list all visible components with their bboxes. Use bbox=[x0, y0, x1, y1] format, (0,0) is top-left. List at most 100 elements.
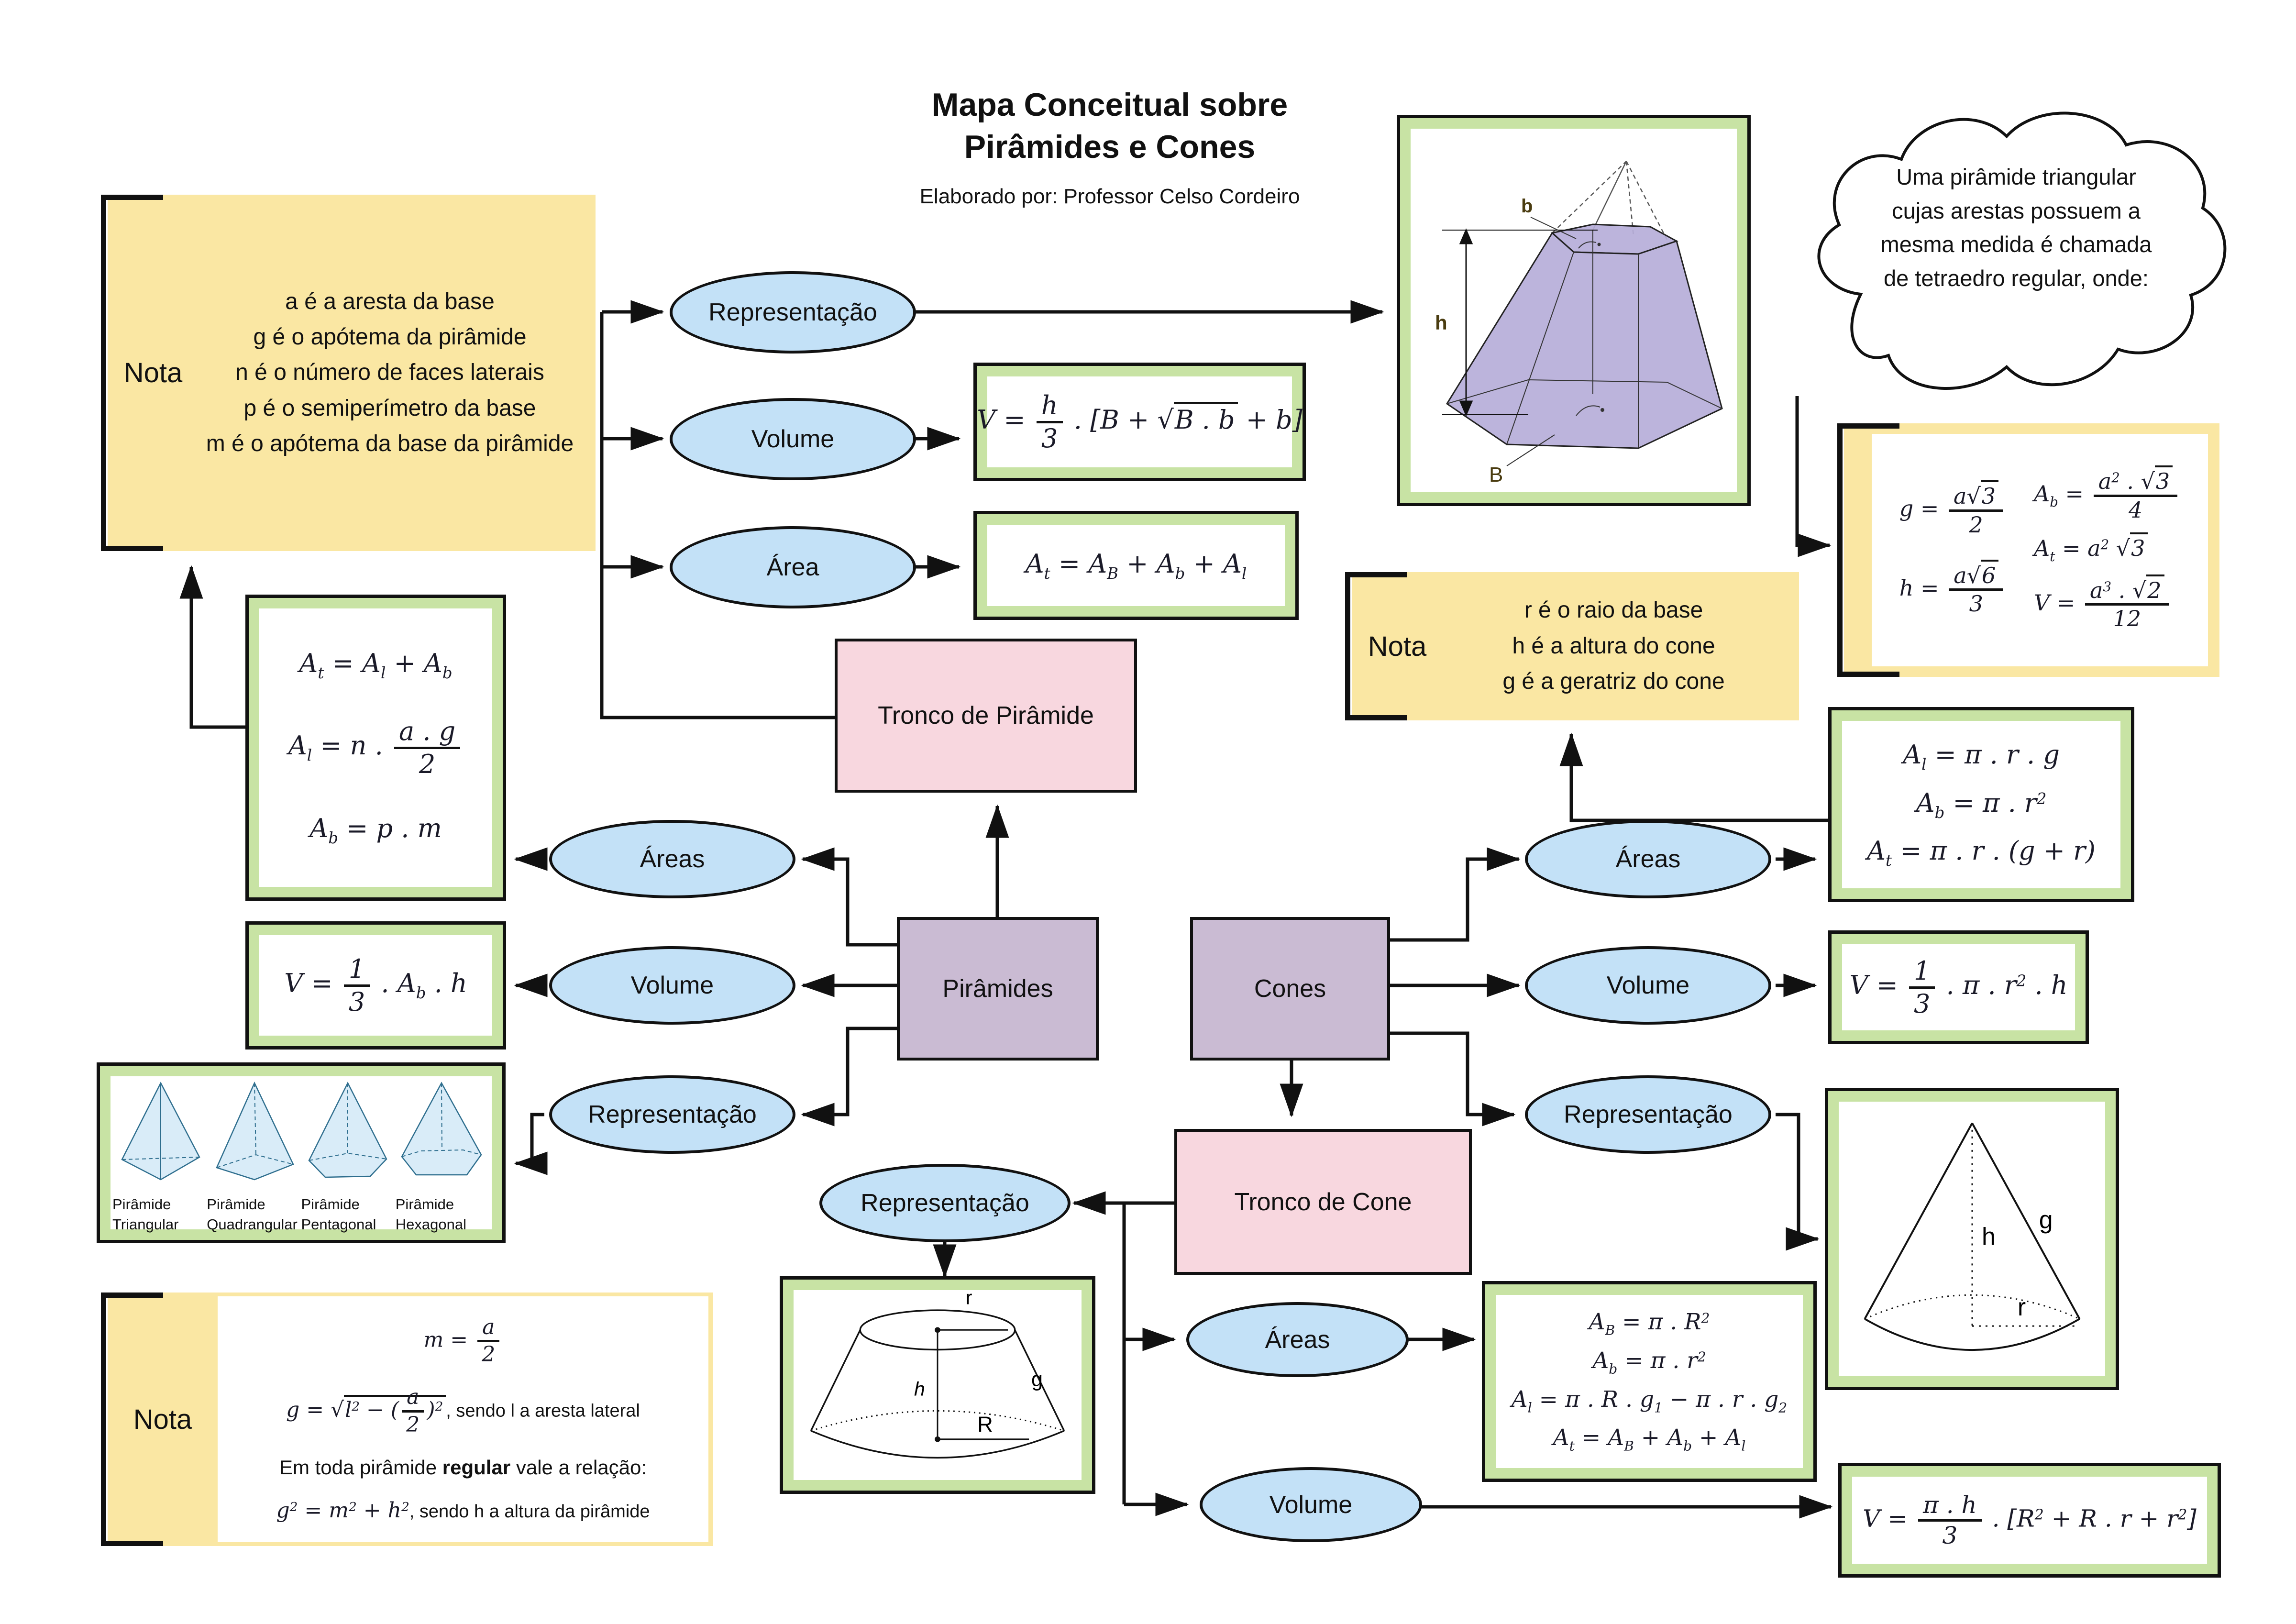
pyramid-triangular-drawing bbox=[121, 1082, 200, 1181]
label-top-base: b bbox=[1521, 196, 1533, 217]
note-label: Nota bbox=[123, 357, 183, 388]
formula-cone-at: At = π . r . (g + r) bbox=[1867, 835, 2096, 870]
text-bold: regular bbox=[442, 1456, 511, 1479]
note-line: m é o apótema da base da pirâmide bbox=[206, 431, 574, 457]
node-tc-volume: Volume bbox=[1200, 1467, 1422, 1542]
figure-cone: h g r bbox=[1825, 1088, 2119, 1390]
node-label: Volume bbox=[751, 425, 835, 453]
cloud-note: Uma pirâmide triangular cujas arestas po… bbox=[1789, 88, 2239, 404]
pyramid-hexagonal-drawing bbox=[401, 1082, 482, 1176]
node-cone-representacao: Representação bbox=[1525, 1075, 1771, 1154]
formula-pir-ab: Ab = p . m bbox=[309, 813, 442, 847]
note-line: g é o apótema da pirâmide bbox=[253, 324, 527, 350]
label-slant: g bbox=[1031, 1368, 1043, 1391]
node-label: Representação bbox=[861, 1189, 1029, 1217]
node-cone-areas: Áreas bbox=[1525, 820, 1771, 898]
figure-frustum-pyramid: b h B bbox=[1397, 115, 1751, 506]
label-height: h bbox=[914, 1378, 925, 1400]
node-label: Volume bbox=[1269, 1491, 1353, 1519]
pyramid-caption: Pirâmide Pentagonal bbox=[301, 1196, 376, 1233]
node-label: Áreas bbox=[1265, 1326, 1330, 1354]
cloud-text: Uma pirâmide triangular cujas arestas po… bbox=[1822, 160, 2210, 295]
formula-tp-area: At = AB + Ab + Al bbox=[1025, 548, 1247, 583]
node-cone-volume: Volume bbox=[1525, 946, 1771, 1025]
formula-suffix: , sendo h a altura da pirâmide bbox=[409, 1502, 650, 1522]
note-line: r é o raio da base bbox=[1524, 597, 1703, 623]
node-label: Áreas bbox=[640, 845, 705, 873]
node-pir-representacao: Representação bbox=[549, 1075, 795, 1154]
pyramid-caption: Pirâmide Quadrangular bbox=[207, 1196, 298, 1233]
formula-box-tc-areas: AB = π . R2 Ab = π . r2 Al = π . R . g1 … bbox=[1482, 1281, 1817, 1482]
note-bracket bbox=[1345, 572, 1407, 720]
frustum-pyramid-drawing: b h B bbox=[1435, 161, 1723, 486]
cone-drawing: h g r bbox=[1864, 1122, 2080, 1351]
formula-tetra-at: At = a2 √3 bbox=[2034, 532, 2148, 565]
formula-tc-at: At = AB + Ab + Al bbox=[1553, 1425, 1746, 1454]
cloud-line: cujas arestas possuem a bbox=[1892, 198, 2141, 223]
cloud-line: mesma medida é chamada bbox=[1880, 232, 2152, 257]
page-title-block: Mapa Conceitual sobre Pirâmides e Cones … bbox=[808, 84, 1411, 209]
pyramid-pentagonal-drawing bbox=[308, 1082, 387, 1178]
note-bracket bbox=[1837, 423, 1899, 677]
node-label: Volume bbox=[630, 972, 714, 999]
text-pre: Em toda pirâmide bbox=[279, 1456, 442, 1479]
pyramid-quadrangular-drawing bbox=[215, 1082, 294, 1181]
regular-relation-text: Em toda pirâmide regular vale a relação: bbox=[279, 1456, 647, 1479]
figure-frustum-cone: r g h R bbox=[780, 1276, 1095, 1494]
label-bottom-radius: R bbox=[977, 1412, 993, 1436]
title-line2: Pirâmides e Cones bbox=[964, 129, 1256, 166]
formula-tc-al: Al = π . R . g1 − π . r . g2 bbox=[1511, 1386, 1788, 1415]
note-pyramid-variables: Nota a é a aresta da base g é o apótema … bbox=[101, 195, 596, 551]
title-line1: Mapa Conceitual sobre bbox=[931, 87, 1288, 123]
frustum-cone-drawing: r g h R bbox=[810, 1290, 1065, 1459]
node-label: Tronco de Pirâmide bbox=[878, 702, 1094, 729]
label-slant: g bbox=[2039, 1206, 2053, 1234]
label-radius: r bbox=[2017, 1293, 2025, 1321]
formula-cone-al: Al = π . r . g bbox=[1903, 740, 2060, 774]
node-tp-volume: Volume bbox=[670, 398, 916, 480]
note-line: p é o semiperímetro da base bbox=[243, 395, 536, 421]
node-tc-areas: Áreas bbox=[1186, 1302, 1409, 1377]
note-line: g é a geratriz do cone bbox=[1502, 669, 1725, 695]
cloud-line: de tetraedro regular, onde: bbox=[1884, 265, 2149, 291]
node-tc-representacao: Representação bbox=[819, 1164, 1071, 1242]
formula-cone-ab: Ab = π . r2 bbox=[1916, 787, 2047, 822]
node-label: Representação bbox=[588, 1101, 757, 1128]
formula-tc-aB: AB = π . R2 bbox=[1589, 1309, 1710, 1338]
node-tp-representacao: Representação bbox=[670, 271, 916, 354]
label-top-radius: r bbox=[966, 1290, 972, 1308]
node-label: Representação bbox=[1564, 1101, 1733, 1128]
node-tronco-piramide: Tronco de Pirâmide bbox=[835, 639, 1137, 793]
node-pir-volume: Volume bbox=[549, 946, 795, 1025]
cloud-line: Uma pirâmide triangular bbox=[1896, 164, 2136, 189]
node-piramides: Pirâmides bbox=[897, 917, 1099, 1061]
formula-suffix: , sendo l a aresta lateral bbox=[446, 1401, 640, 1421]
node-label: Pirâmides bbox=[942, 975, 1053, 1003]
note-label: Nota bbox=[1368, 630, 1427, 662]
node-label: Áreas bbox=[1615, 845, 1681, 873]
node-label: Volume bbox=[1606, 972, 1690, 999]
pyramid-caption: Pirâmide Triangular bbox=[112, 1196, 179, 1233]
node-tronco-cone: Tronco de Cone bbox=[1174, 1129, 1472, 1275]
figure-pyramids: Pirâmide Triangular Pirâmide Quadrangula… bbox=[97, 1062, 506, 1243]
label-height: h bbox=[1981, 1222, 1995, 1250]
formula-box-cone-areas: Al = π . r . g Ab = π . r2 At = π . r . … bbox=[1828, 707, 2134, 902]
node-label: Área bbox=[766, 553, 819, 581]
